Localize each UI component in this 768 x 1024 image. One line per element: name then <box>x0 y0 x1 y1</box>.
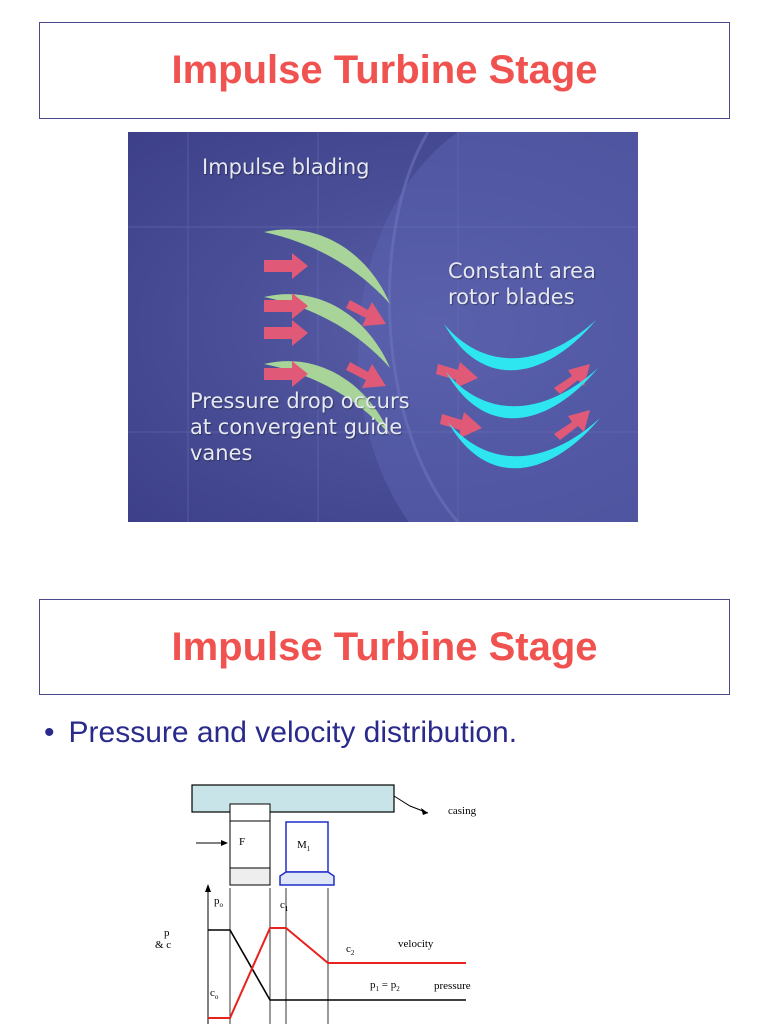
guide-vane <box>264 294 390 368</box>
rotor-disc <box>358 132 638 522</box>
pressure-drop-label: Pressure drop occurs at convergent guide… <box>190 389 410 465</box>
casing-rect <box>191 784 395 813</box>
inlet-arrow <box>264 320 308 346</box>
constant-area-label: Constant area rotor blades <box>448 259 596 309</box>
moving-blade <box>285 821 329 873</box>
casing-label: casing <box>448 805 477 817</box>
bullet-dot: • <box>44 716 55 749</box>
inlet-flow-arrowhead <box>221 840 228 846</box>
c1-label: c1 <box>280 899 289 913</box>
fixed-blade-label: F <box>239 836 245 848</box>
p0-label: po <box>214 895 224 909</box>
y-label-and-c: & c <box>155 939 171 951</box>
casing-pointer-head <box>421 808 428 815</box>
pressure-label: pressure <box>434 980 471 992</box>
c0-label: co <box>210 987 219 1001</box>
rotor-disc-outline <box>387 132 460 522</box>
rotor-exit-arrow <box>554 364 590 394</box>
velocity-label: velocity <box>398 938 434 950</box>
rotor-blade <box>444 320 596 371</box>
bullet-text: Pressure and velocity distribution. <box>68 716 518 749</box>
pressure-line <box>208 929 466 1001</box>
slide2-title: Impulse Turbine Stage <box>171 624 598 669</box>
guide-vane <box>264 229 390 304</box>
c2-label: c2 <box>346 943 355 957</box>
moving-blade-label: M1 <box>297 839 311 853</box>
rotor-inlet-arrow <box>436 362 478 388</box>
impulse-blading-photo: Impulse blading Constant area rotor blad… <box>128 132 638 522</box>
bullet-point: • Pressure and velocity distribution. <box>44 716 517 750</box>
rotor-blade <box>448 418 600 469</box>
rotor-inlet-arrow <box>440 412 482 438</box>
guide-vane <box>264 361 390 435</box>
y-label-p: p <box>164 927 170 939</box>
inlet-arrow <box>264 293 308 319</box>
slide2-title-box: Impulse Turbine Stage <box>39 599 730 695</box>
velocity-line <box>208 927 466 1019</box>
pressure-velocity-diagram: casing F M1 p & c po c1 co c2 velocity p… <box>155 784 477 1024</box>
rotor-blade <box>446 368 598 419</box>
fixed-blade-top <box>229 803 271 822</box>
inlet-arrow <box>264 361 308 387</box>
slide1-title-box: Impulse Turbine Stage <box>39 22 730 119</box>
blading-illustration <box>128 132 638 522</box>
fixed-blade-bottom <box>229 867 271 886</box>
rotor-exit-arrow <box>554 410 590 440</box>
p1-p2-label: p1 = p2 <box>370 979 400 993</box>
moving-blade-base <box>279 871 335 886</box>
y-axis-arrowhead <box>205 884 211 892</box>
nozzle-arrow <box>346 300 386 326</box>
slide1-title: Impulse Turbine Stage <box>171 48 598 92</box>
fixed-blade <box>229 820 271 869</box>
inlet-arrow <box>264 253 308 279</box>
nozzle-arrow <box>346 362 386 388</box>
impulse-blading-label: Impulse blading <box>202 155 370 179</box>
